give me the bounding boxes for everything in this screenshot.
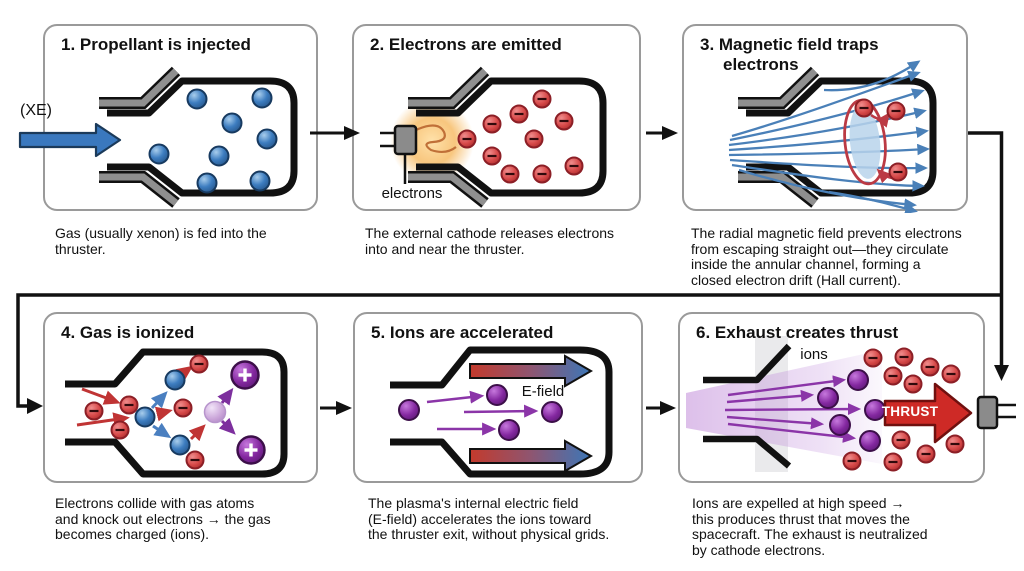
thruster-outline <box>107 77 298 197</box>
electrons-label: electrons <box>381 185 443 202</box>
connector-arrow-2-3 <box>646 126 678 140</box>
panel-gas-ionized: 4. Gas is ionized <box>43 312 318 483</box>
panel-title-5: 5. Ions are accelerated <box>371 323 554 342</box>
panel-title-6: 6. Exhaust creates thrust <box>696 323 899 342</box>
panel-magnetic-field: 3. Magnetic field traps electrons <box>682 24 968 213</box>
panel-title-4: 4. Gas is ionized <box>61 323 195 342</box>
wrap-arrowhead <box>27 398 43 414</box>
panel-title-1: 1. Propellant is injected <box>61 35 251 54</box>
thrust-label: THRUST <box>881 404 939 419</box>
wall-liner <box>408 66 490 208</box>
wall-liner <box>99 66 181 208</box>
ions-label: ions <box>800 346 828 363</box>
neutral-excited-atom <box>203 400 227 424</box>
panel-caption-1: Gas (usually xenon) is fed into the thru… <box>55 225 267 257</box>
panel-propellant-injected: 1. Propellant is injected <box>43 24 318 211</box>
hall-current-region <box>849 105 881 179</box>
connector-arrow-4-5 <box>320 401 352 415</box>
panel-caption-5: The plasma's internal electric field (E-… <box>368 495 610 542</box>
panel-title-3: 3. Magnetic field traps electrons <box>700 35 879 74</box>
thruster-illustration-1 <box>99 66 298 208</box>
efield-label: E-field <box>521 383 565 400</box>
thruster-outline <box>416 77 607 197</box>
panel-title-2: 2. Electrons are emitted <box>370 35 562 54</box>
panel-ions-accelerated: 5. Ions are accelerated E-field <box>353 312 643 483</box>
panel-electrons-emitted: 2. Electrons are emitted <box>352 24 641 211</box>
filament-icon <box>415 124 457 154</box>
panel-caption-4: Electrons collide with gas atoms and kno… <box>55 495 271 542</box>
electrons <box>457 89 584 184</box>
panel-caption-3: The radial magnetic field prevents elect… <box>691 225 962 288</box>
propellant-arrow <box>18 122 122 158</box>
external-cathode-icon <box>976 395 1016 430</box>
panel-caption-2: The external cathode releases electrons … <box>365 225 615 257</box>
panel-caption-6: Ions are expelled at high speed → this p… <box>692 495 928 558</box>
down-arrowhead <box>994 365 1009 381</box>
magnetic-field-lines <box>728 60 930 213</box>
connector-arrow-5-6 <box>646 401 676 415</box>
thruster-illustration-2 <box>380 66 607 208</box>
thruster-illustration-3 <box>728 60 937 213</box>
cathode-icon <box>380 124 418 184</box>
xe-label: (XE) <box>20 102 52 119</box>
wall-liner <box>738 66 820 208</box>
panel-exhaust-thrust: 6. Exhaust creates thrust <box>678 312 985 483</box>
